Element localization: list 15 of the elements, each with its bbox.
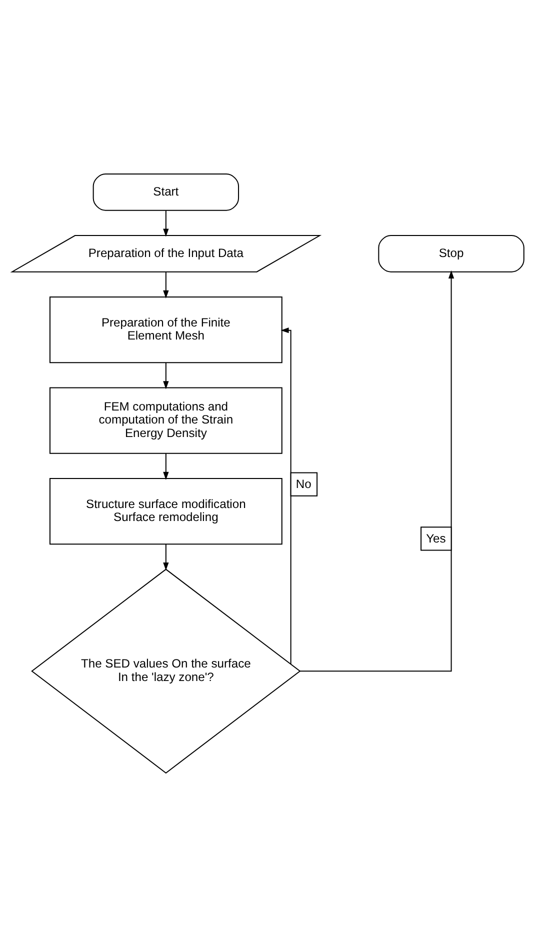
arrow — [163, 210, 169, 236]
arrow — [163, 362, 169, 389]
node-box: Stop — [378, 234, 524, 272]
edge-label: No — [296, 476, 312, 490]
edge-label: Yes — [426, 530, 446, 545]
arrow — [163, 544, 169, 570]
node-box: FEM computations and computation of the Strain Energy Density — [49, 386, 282, 454]
node-box: Structure surface modification Surface remodeling — [49, 478, 282, 544]
arrow — [280, 327, 292, 664]
arrow — [163, 453, 169, 480]
arrow — [163, 272, 169, 298]
node-diamond: The SED values On the surface In the 'lazy zone'? — [31, 568, 301, 774]
node-box: Start — [92, 173, 240, 210]
arrow — [300, 270, 454, 672]
node-box: Preparation of the Finite Element Mesh — [49, 296, 282, 363]
